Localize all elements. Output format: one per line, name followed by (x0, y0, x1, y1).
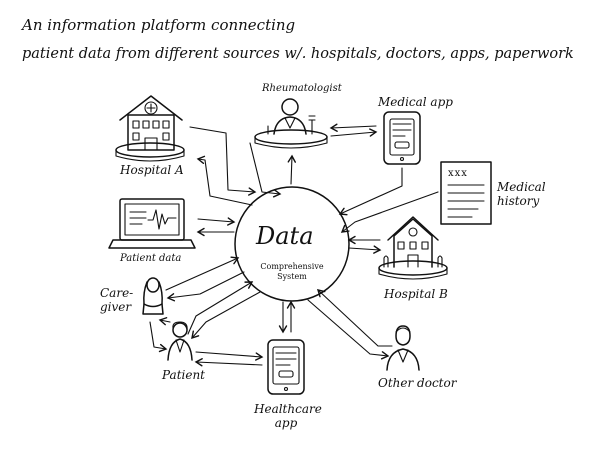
arrow-patient-to-hub (187, 281, 254, 335)
hospital-a-icon (115, 95, 185, 162)
other-doctor-label: Other doctor (378, 376, 457, 390)
medical-history-label-line-1: Medical (497, 180, 546, 194)
medical-history-label: Medical history (497, 180, 546, 208)
hub-sublabel-line-1: Comprehensive (260, 262, 324, 271)
arrow-patient-to-caregiver (158, 317, 171, 326)
rheumatologist-icon (254, 98, 328, 149)
arrow-rheumatologist-to-hub (249, 142, 282, 198)
patient-data-laptop-icon (108, 198, 196, 249)
arrow-rheumatologist-to-medical-app (330, 128, 378, 137)
arrow-caregiver-to-hub (165, 256, 240, 291)
arrow-medical-history-to-hub (340, 191, 439, 233)
caregiver-label-line-2: giver (100, 300, 132, 314)
arrow-caregiver-to-patient (149, 321, 168, 353)
patient-label: Patient (162, 368, 206, 382)
hospital-a-label: Hospital A (120, 163, 184, 177)
arrow-laptop-to-hub (197, 217, 236, 226)
document-marks: xxx (448, 168, 468, 179)
arrow-hub-to-rheumatologist (287, 154, 296, 185)
medical-history-label-line-2: history (497, 194, 540, 208)
hub-label: Data (256, 222, 314, 250)
caregiver-person-icon (142, 277, 164, 315)
healthcare-app-label-line-1: Healthcare (254, 402, 322, 416)
arrow-medical-app-to-rheumatologist (329, 123, 377, 132)
arrow-medical-app-to-hub (338, 167, 403, 216)
medical-app-label: Medical app (378, 95, 453, 109)
arrow-hub-to-other-doctor (307, 299, 390, 360)
arrow-hub-to-caregiver (166, 271, 245, 302)
rheumatologist-label: Rheumatologist (262, 83, 342, 94)
healthcare-app-label-line-2: app (274, 416, 298, 430)
arrow-other-doctor-to-hub (316, 289, 393, 347)
arrow-patient-to-healthcare-app (195, 351, 264, 361)
healthcare-app-phone-icon (267, 339, 305, 395)
healthcare-app-label: Healthcare app (254, 402, 322, 430)
caregiver-label: Care- giver (100, 286, 133, 314)
caregiver-label-line-1: Care- (100, 286, 134, 300)
arrow-hub-to-patient (191, 291, 261, 340)
medical-app-phone-icon (383, 111, 421, 165)
hospital-b-label: Hospital B (384, 287, 448, 301)
arrow-healthcare-app-to-patient (194, 358, 263, 367)
arrow-hospital-a-to-hub (189, 126, 257, 196)
hub-sublabel-line-2: System (277, 272, 307, 281)
patient-data-label: Patient data (120, 253, 182, 264)
hospital-b-icon (378, 216, 448, 280)
hub-sublabel: Comprehensive System (252, 262, 332, 282)
connection-arrows (149, 123, 439, 367)
medical-history-document-icon (440, 161, 492, 225)
diagram-title-line-1: An information platform connecting (22, 16, 296, 34)
diagram-title-line-2: patient data from different sources w/. … (22, 46, 574, 62)
other-doctor-person-icon (386, 325, 420, 371)
arrow-hub-to-hospital-b (348, 245, 382, 254)
arrow-hub-to-hospital-a (196, 155, 253, 206)
patient-person-icon (167, 321, 193, 361)
